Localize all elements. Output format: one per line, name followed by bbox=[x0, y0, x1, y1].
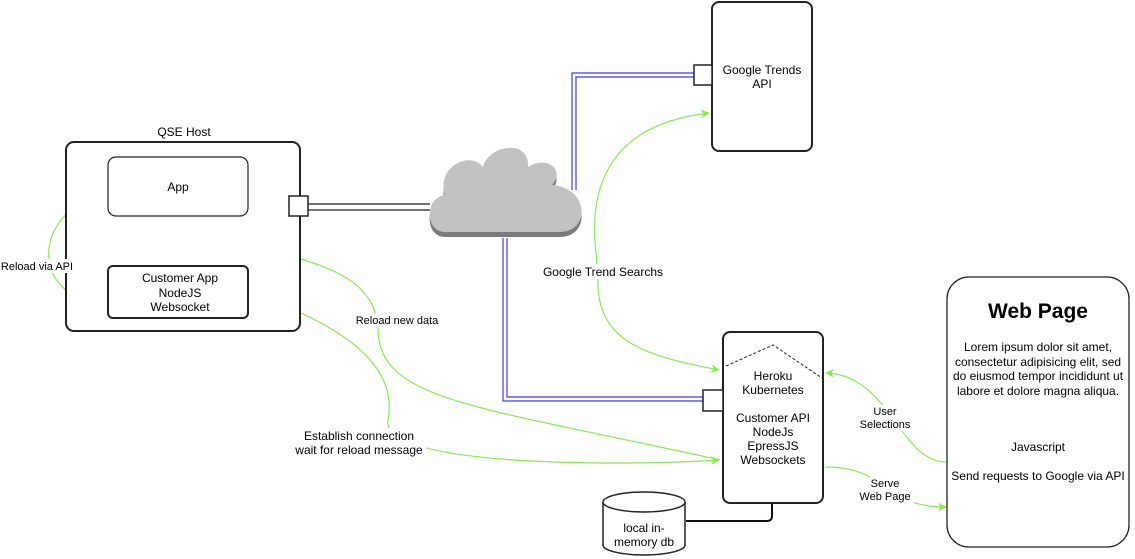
edge-label-google-trend-searchs: Google Trend Searchs bbox=[541, 264, 665, 279]
svg-text:Reload via API: Reload via API bbox=[1, 261, 73, 273]
app-label: App bbox=[167, 180, 189, 194]
svg-text:Selections: Selections bbox=[860, 419, 911, 431]
svg-text:Google Trend Searchs: Google Trend Searchs bbox=[543, 265, 663, 279]
heroku-service-line-3: EpressJS bbox=[747, 439, 798, 453]
kubernetes-boundary bbox=[725, 344, 823, 379]
port-square-icon bbox=[288, 195, 309, 217]
arrow-establish-connection bbox=[247, 291, 720, 466]
port-square-icon bbox=[702, 389, 724, 412]
heroku-line-2: Kubernetes bbox=[742, 383, 803, 397]
svg-text:Serve: Serve bbox=[871, 478, 900, 490]
heroku-line-1: Heroku bbox=[754, 369, 793, 383]
edge-label-user-selections: User Selections bbox=[858, 405, 912, 431]
svg-text:Establish connection: Establish connection bbox=[304, 429, 414, 443]
web-page-body-line-4: labore et dolore magna aliqua. bbox=[957, 384, 1119, 398]
db-line-2: memory db bbox=[614, 535, 674, 549]
edge-label-establish-connection: Establish connection wait for reload mes… bbox=[292, 428, 426, 458]
cloud-icon bbox=[429, 147, 582, 237]
google-trends-api[interactable]: Google Trends API bbox=[693, 1, 813, 152]
svg-text:User: User bbox=[873, 406, 897, 418]
qse-host: QSE Host App Customer App NodeJS Websock… bbox=[65, 125, 309, 332]
edge-label-serve-web-page: Serve Web Page bbox=[858, 477, 914, 503]
web-page-body-line-2: consectetur adipisicing elit, sed bbox=[955, 355, 1121, 369]
port-square-icon bbox=[693, 64, 713, 86]
web-page-body-line-1: Lorem ipsum dolor sit amet, bbox=[964, 340, 1112, 354]
customer-app-line-3: Websocket bbox=[150, 300, 210, 314]
edge-label-reload-via-api: Reload via API bbox=[0, 259, 74, 273]
google-trends-line-2: API bbox=[752, 77, 771, 91]
web-page-title: Web Page bbox=[988, 300, 1088, 323]
qse-host-title: QSE Host bbox=[157, 125, 211, 139]
web-page[interactable]: Web Page Lorem ipsum dolor sit amet, con… bbox=[946, 276, 1130, 548]
blue-link-cloud-to-heroku bbox=[502, 238, 703, 402]
db-line-1: local in- bbox=[623, 521, 664, 535]
arrow-google-trend-searchs bbox=[593, 109, 720, 373]
customer-app-line-2: NodeJS bbox=[159, 286, 202, 300]
web-page-body-line-3: do eiusmod tempor incididunt ut bbox=[953, 369, 1124, 383]
heroku-box[interactable] bbox=[722, 331, 824, 504]
link-db-to-heroku bbox=[686, 503, 773, 522]
database-icon: local in- memory db bbox=[602, 491, 686, 556]
web-page-box[interactable] bbox=[946, 276, 1130, 548]
customer-app-line-1: Customer App bbox=[142, 271, 218, 285]
svg-text:Reload new data: Reload new data bbox=[356, 315, 439, 327]
edge-label-reload-new-data: Reload new data bbox=[354, 313, 440, 327]
google-trends-line-1: Google Trends bbox=[723, 63, 802, 77]
svg-text:wait for reload message: wait for reload message bbox=[294, 443, 423, 457]
web-page-script-label: Javascript bbox=[1011, 440, 1066, 454]
web-page-script-desc: Send requests to Google via API bbox=[951, 469, 1124, 483]
heroku-service-line-2: NodeJs bbox=[753, 425, 794, 439]
svg-text:Web Page: Web Page bbox=[859, 491, 910, 503]
arrow-reload-new-data bbox=[227, 221, 721, 461]
link-qse-host-to-cloud bbox=[308, 203, 430, 211]
heroku-service-line-4: Websockets bbox=[740, 453, 805, 467]
app-box[interactable] bbox=[107, 156, 249, 217]
heroku-service-line-1: Customer API bbox=[736, 411, 810, 425]
blue-link-cloud-to-trends bbox=[571, 72, 694, 190]
heroku-service[interactable]: Heroku Kubernetes Customer API NodeJs Ep… bbox=[702, 331, 824, 504]
customer-app-box[interactable] bbox=[107, 265, 249, 319]
